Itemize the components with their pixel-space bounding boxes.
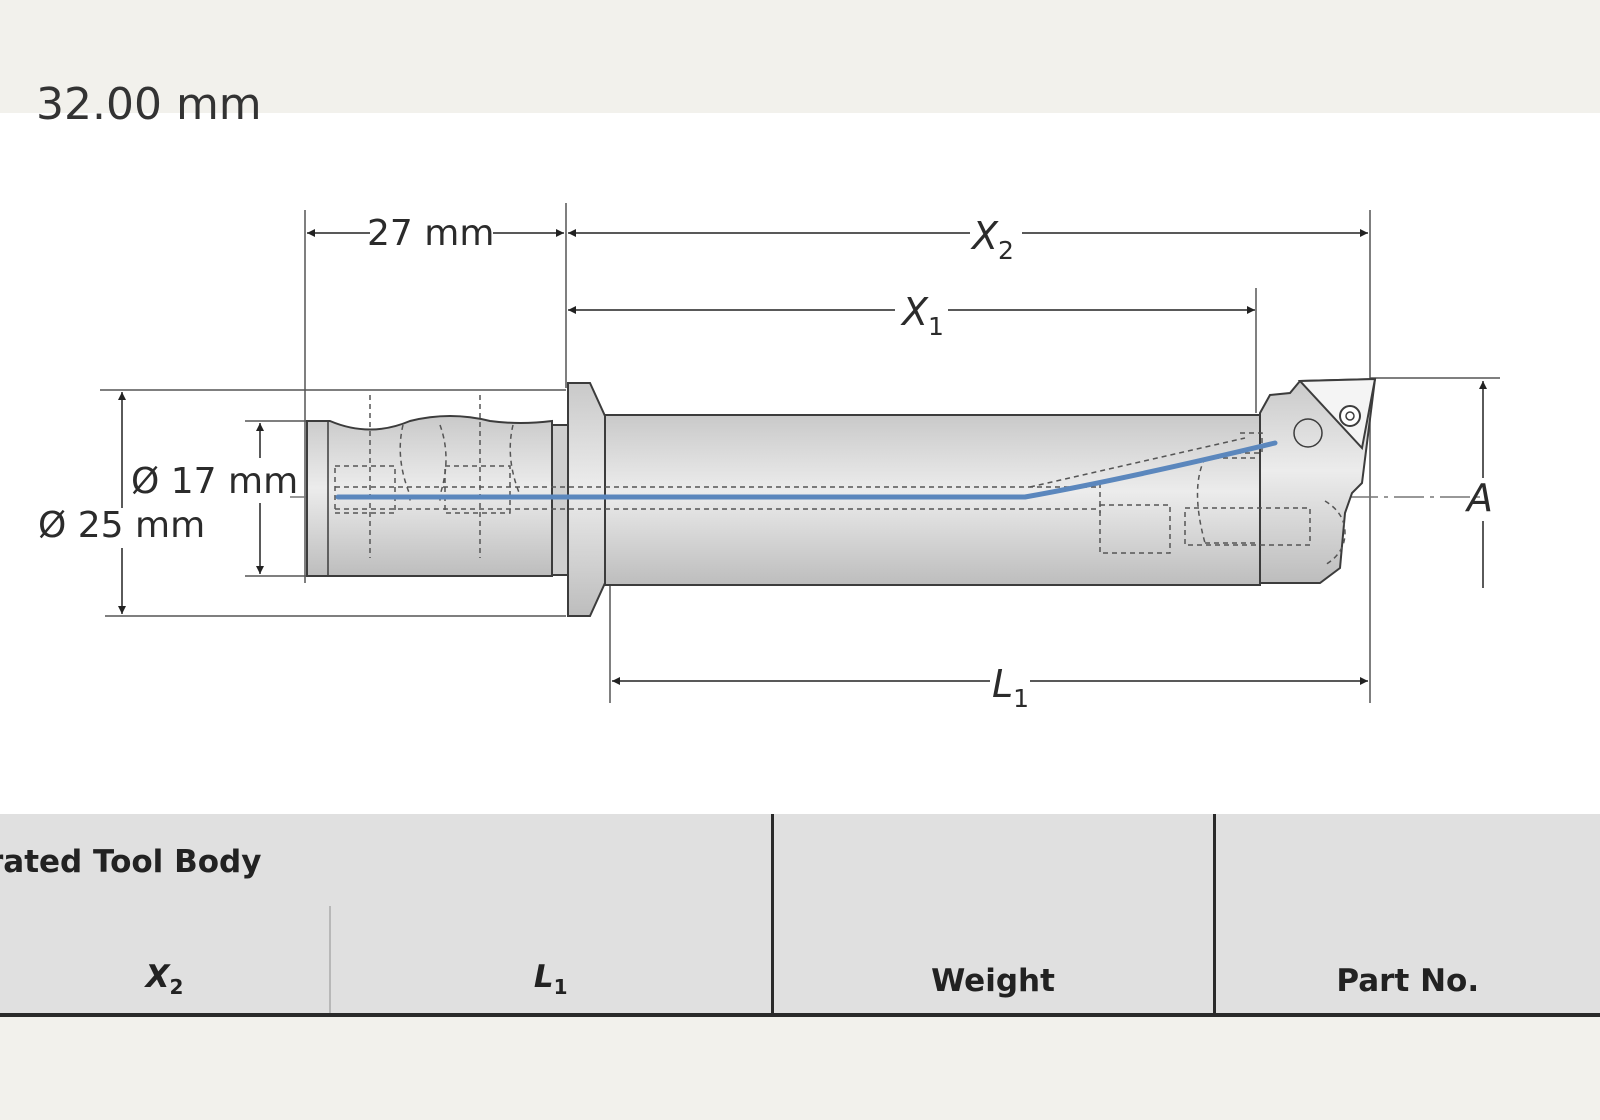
dim-diameter-17: Ø 17 mm	[131, 461, 298, 502]
dim-x1: X1	[900, 290, 944, 341]
group-title: rated Tool Body	[0, 814, 772, 906]
table-group-row: rated Tool Body	[0, 814, 1600, 906]
table-header-row: X2 L1 Weight Part No.	[0, 906, 1600, 1017]
shank-neck	[551, 424, 569, 576]
dim-diameter-25: Ø 25 mm	[38, 505, 205, 546]
col-part-no: Part No.	[1212, 906, 1600, 1017]
dim-x2: X2	[970, 214, 1014, 265]
dim-flute-length: 27 mm	[367, 213, 494, 254]
spec-table: rated Tool Body X2 L1 Weight Part No.	[0, 814, 1600, 1017]
partial-heading: 32.00 mm	[36, 79, 262, 130]
col-x2: X2	[0, 906, 330, 1017]
insert-screw	[1339, 405, 1361, 427]
boring-bar	[604, 414, 1261, 586]
coolant-channel	[335, 440, 1278, 500]
dim-l1: L1	[992, 662, 1029, 713]
dimension-lines	[118, 229, 1487, 685]
group-cell-weight	[770, 814, 1214, 906]
technical-drawing: 27 mm Ø 17 mm Ø 25 mm X2 X1 L1 A	[38, 203, 1500, 713]
product-sheet: 32.00 mm	[0, 83, 1600, 1017]
insert	[1297, 377, 1377, 451]
extension-lines	[100, 203, 1500, 703]
col-weight: Weight	[770, 906, 1214, 1017]
dim-a: A	[1464, 476, 1493, 520]
group-cell-part-no	[1212, 814, 1600, 906]
col-l1: L1	[329, 906, 772, 1017]
